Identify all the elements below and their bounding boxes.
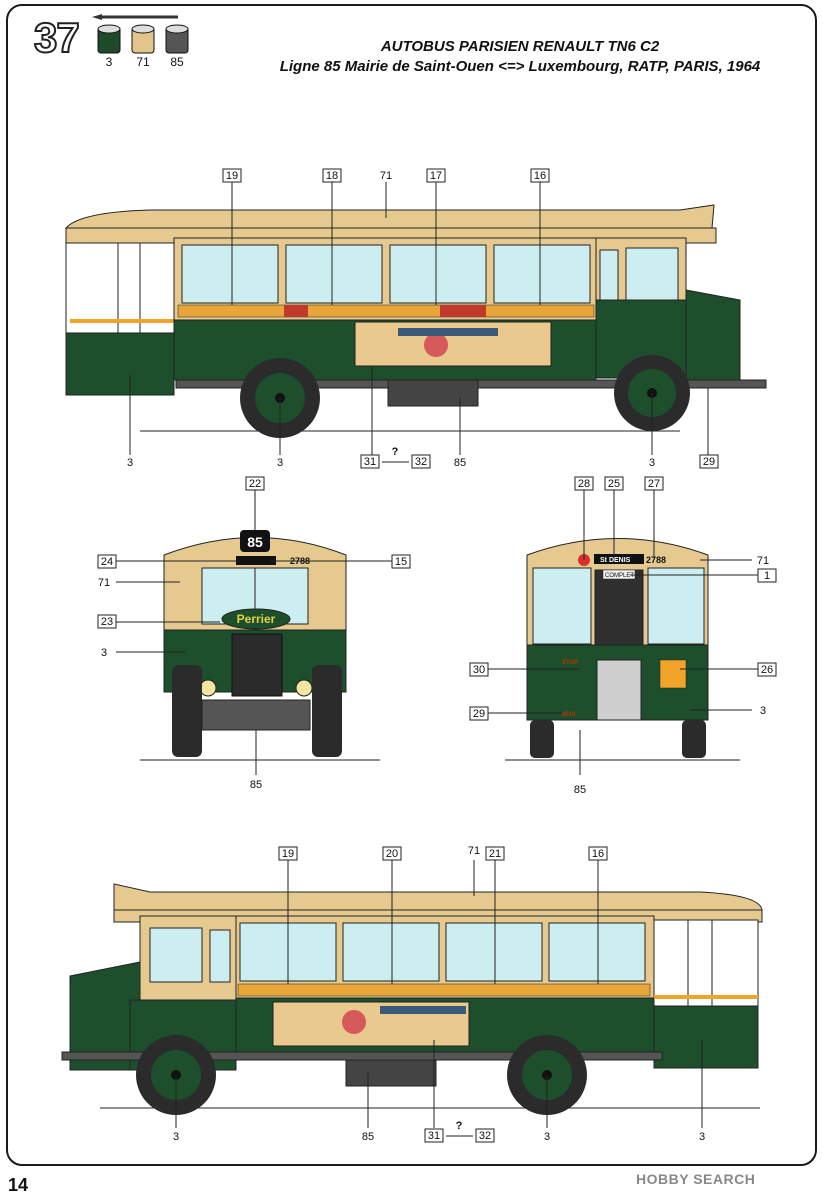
rear-paint-71: 71	[757, 555, 769, 567]
front-callout-23: 23	[97, 614, 117, 629]
top-paint-3b: 3	[277, 457, 283, 469]
callout-box-label: 25	[608, 478, 620, 490]
callout-box-label: 18	[326, 170, 338, 182]
paint-brush-icon	[92, 14, 178, 20]
callout-box-label: 15	[395, 556, 407, 568]
callout-box-label: 19	[226, 170, 238, 182]
top-callout-19: 19	[222, 168, 242, 183]
rear-callout-30: 30	[469, 662, 489, 677]
bus-side-view-right	[64, 204, 767, 438]
front-paint-85: 85	[250, 779, 262, 791]
callout-box-label: 31	[428, 1130, 440, 1142]
step-number: 37	[33, 13, 81, 62]
bottom-callout-16: 16	[588, 846, 608, 861]
callout-box-label: 26	[761, 664, 773, 676]
bottom-paint-71: 71	[468, 845, 480, 857]
title-line-1: AUTOBUS PARISIEN RENAULT TN6 C2	[380, 38, 660, 55]
callout-box-label: 29	[473, 708, 485, 720]
paint-pot-85	[165, 24, 189, 54]
callout-box-label: 23	[101, 616, 113, 628]
rear-callout-28: 28	[574, 476, 594, 491]
callout-box-label: 29	[703, 456, 715, 468]
bottom-callouts	[175, 860, 703, 1128]
rear-plate-decal: 8510	[562, 712, 576, 718]
callout-box-label: 28	[578, 478, 590, 490]
route-number-decal: 85	[247, 534, 263, 550]
callout-box-label: 17	[430, 170, 442, 182]
callout-box-label: 32	[479, 1130, 491, 1142]
front-callout-15: 15	[391, 554, 411, 569]
top-callout-17: 17	[426, 168, 446, 183]
callout-box-label: 32	[415, 456, 427, 468]
perrier-decal: Perrier	[237, 612, 276, 626]
top-paint-3a: 3	[127, 457, 133, 469]
paint-code-71: 71	[136, 55, 150, 69]
bottom-callout-20: 20	[382, 846, 402, 861]
bottom-callout-21: 21	[485, 846, 505, 861]
top-callout-16: 16	[530, 168, 550, 183]
front-callout-24: 24	[97, 554, 117, 569]
callout-box-label: 16	[592, 848, 604, 860]
top-callout-18: 18	[322, 168, 342, 183]
callout-box-label: 27	[648, 478, 660, 490]
bottom-paint-85: 85	[362, 1131, 374, 1143]
rear-callout-26: 26	[757, 662, 777, 677]
question-mark: ?	[392, 446, 399, 458]
callout-box-label: 30	[473, 664, 485, 676]
callout-box-label: 16	[534, 170, 546, 182]
front-callouts	[116, 490, 392, 775]
complet-decal: COMPLET	[605, 573, 634, 579]
question-mark: ?	[456, 1120, 463, 1132]
stop-decal: STOP	[562, 660, 578, 666]
callout-box-label: 24	[101, 556, 113, 568]
watermark: HOBBY SEARCH	[636, 1171, 756, 1187]
bottom-decal-pair: 31 32 ?	[424, 1120, 495, 1143]
rear-callouts	[488, 490, 758, 775]
callout-box-label: 21	[489, 848, 501, 860]
top-paint-85: 85	[454, 457, 466, 469]
callout-box-label: 19	[282, 848, 294, 860]
title-line-2: Ligne 85 Mairie de Saint-Ouen <=> Luxemb…	[279, 58, 761, 75]
front-paint-71: 71	[98, 577, 110, 589]
rear-callout-25: 25	[604, 476, 624, 491]
bottom-paint-3c: 3	[699, 1131, 705, 1143]
rear-callout-27: 27	[644, 476, 664, 491]
callout-box-label: 20	[386, 848, 398, 860]
top-decal-pair: 31 32 ?	[360, 446, 431, 469]
paint-code-85: 85	[170, 55, 184, 69]
top-callout-29: 29	[699, 454, 719, 469]
rear-paint-3: 3	[760, 705, 766, 717]
callout-box-label: 31	[364, 456, 376, 468]
top-callouts	[129, 182, 709, 455]
top-paint-3c: 3	[649, 457, 655, 469]
bus-side-view-left	[61, 883, 763, 1115]
bus-rear-view: St DENIS 2788 COMPLET STOP 8510	[505, 538, 740, 761]
front-paint-3: 3	[101, 647, 107, 659]
page-frame	[6, 4, 817, 1166]
rear-destination-decal: St DENIS	[600, 557, 631, 564]
top-paint-71: 71	[380, 170, 392, 182]
front-callout-22: 22	[245, 476, 265, 491]
bus-front-view: Perrier 85 2788	[140, 530, 380, 761]
paint-pot-71	[131, 24, 155, 54]
page-number: 14	[8, 1175, 29, 1195]
bottom-paint-3a: 3	[173, 1131, 179, 1143]
bottom-callout-19: 19	[278, 846, 298, 861]
paint-code-3: 3	[105, 55, 113, 69]
callout-box-label: 22	[249, 478, 261, 490]
bottom-paint-3b: 3	[544, 1131, 550, 1143]
paint-pot-3	[97, 24, 121, 54]
rear-callout-1: 1	[757, 568, 777, 583]
rear-fleet-number: 2788	[646, 555, 666, 565]
rear-paint-85: 85	[574, 784, 586, 796]
callout-box-label: 1	[764, 570, 770, 582]
rear-callout-29: 29	[469, 706, 489, 721]
